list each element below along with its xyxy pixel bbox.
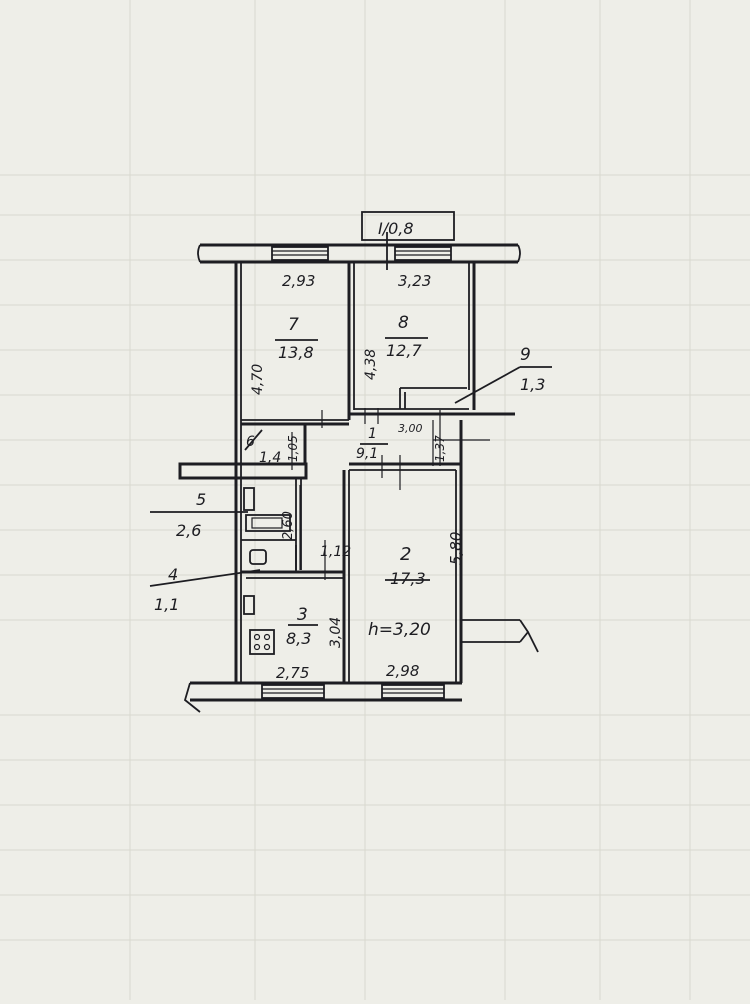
stove xyxy=(249,629,275,655)
washbasin xyxy=(243,487,255,511)
room-2-number: 2 xyxy=(400,544,411,565)
dim-room7-width: 2,93 xyxy=(282,272,315,290)
room-3-number: 3 xyxy=(297,605,308,625)
room-5-area: 2,6 xyxy=(176,521,201,540)
room-6-area: 1,4 xyxy=(259,450,281,466)
fixtures xyxy=(243,487,291,655)
room-9-number: 9 xyxy=(520,345,531,365)
room-8-area: 12,7 xyxy=(386,341,422,360)
dim-corridor-width: 3,00 xyxy=(398,422,423,435)
dimension-labels: 2,93 3,23 4,70 4,38 3,00 1,37 1,05 2,60 … xyxy=(250,272,465,682)
room-4-area: 1,1 xyxy=(154,595,179,614)
room-labels: 7 13,8 8 12,7 9 1,3 1 9,1 6 1,4 5 2,6 4 … xyxy=(154,313,545,648)
dim-room8-width: 3,23 xyxy=(398,272,431,290)
leader-lines xyxy=(149,337,552,626)
room-5-number: 5 xyxy=(196,490,206,509)
dim-room7-depth: 4,70 xyxy=(250,364,266,395)
dim-bath-depth: 2,60 xyxy=(281,511,296,540)
dim-room2-depth: 5,80 xyxy=(447,532,465,565)
dim-kitchen-width: 2,75 xyxy=(276,664,309,682)
room-6-number: 6 xyxy=(246,434,255,450)
room-7-number: 7 xyxy=(288,315,299,335)
inner-walls xyxy=(178,262,515,683)
dim-room2-width: 2,98 xyxy=(386,662,419,680)
room-4-number: 4 xyxy=(168,565,178,584)
outer-walls xyxy=(183,243,539,713)
ceiling-height-label: h=3,20 xyxy=(368,620,431,640)
balcony-label: I/0,8 xyxy=(378,219,414,238)
room-1-number: 1 xyxy=(368,426,377,442)
toilet xyxy=(249,549,267,565)
dim-room8-depth: 4,38 xyxy=(363,349,379,380)
room-7-area: 13,8 xyxy=(278,343,314,362)
room-3-area: 8,3 xyxy=(286,629,311,648)
balcony: I/0,8 xyxy=(361,211,455,270)
room-8-number: 8 xyxy=(398,313,409,333)
bathtub xyxy=(245,514,291,532)
room-1-area: 9,1 xyxy=(356,446,378,462)
room-2-area: 17,3 xyxy=(390,569,426,588)
dim-kitchen-depth: 3,04 xyxy=(328,617,344,648)
room-9-area: 1,3 xyxy=(520,375,545,394)
dim-corridor-depth: 1,37 xyxy=(433,435,447,462)
dim-wc-width: 1,12 xyxy=(320,544,351,560)
dim-room6-depth: 1,05 xyxy=(286,435,300,462)
kitchen-sink xyxy=(243,595,255,615)
